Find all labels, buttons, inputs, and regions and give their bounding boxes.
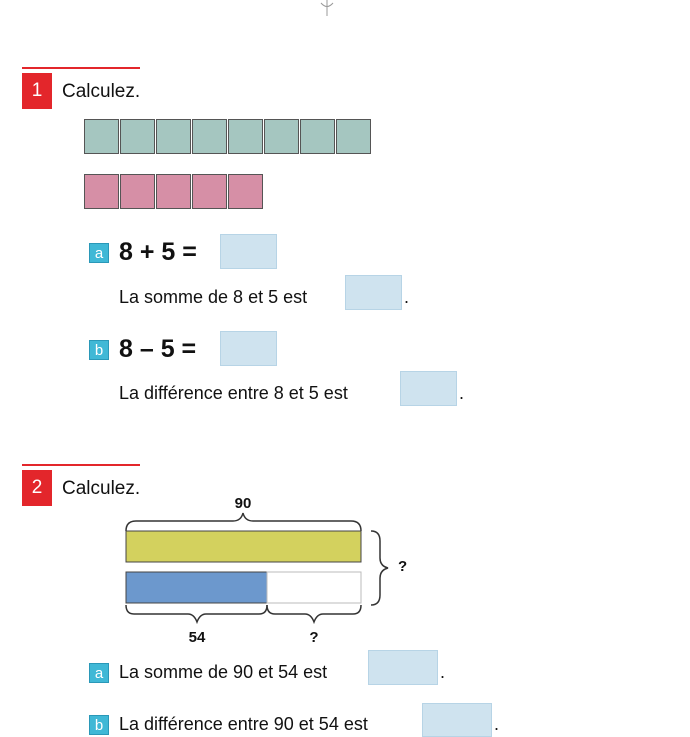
exercise-2-title: Calculez.	[62, 478, 141, 499]
answer-box-b-equation[interactable]	[220, 331, 277, 366]
bar-model-diagram: 90 ? 54 ?	[125, 495, 407, 646]
rest-brace	[266, 604, 362, 625]
green-cube	[264, 119, 299, 154]
sentence-2b: La différence entre 90 et 54 est	[119, 714, 368, 734]
exercise-2-number: 2	[22, 470, 52, 506]
difference-brace	[370, 530, 389, 606]
answer-box-a-equation[interactable]	[220, 234, 277, 269]
pink-cube	[120, 174, 155, 209]
green-cube	[300, 119, 335, 154]
period-b: .	[459, 383, 465, 403]
rest-label: ?	[309, 629, 318, 646]
total-bar	[125, 530, 362, 563]
badge-b: b	[89, 340, 109, 360]
green-cube-row	[84, 119, 372, 154]
green-cube	[120, 119, 155, 154]
pink-cube	[84, 174, 119, 209]
period-a: .	[404, 287, 410, 307]
green-cube	[228, 119, 263, 154]
exercise-1-number: 1	[22, 73, 52, 109]
green-cube	[192, 119, 227, 154]
answer-box-a-sentence[interactable]	[345, 275, 402, 310]
answer-box-b-sentence[interactable]	[400, 371, 457, 406]
green-cube	[336, 119, 371, 154]
pink-cube-row	[84, 174, 264, 209]
answer-box-2b[interactable]	[422, 703, 492, 737]
remaining-bar	[266, 571, 362, 604]
sentence-a: La somme de 8 et 5 est	[119, 287, 308, 307]
part-label: 54	[189, 629, 206, 646]
exercise-2-rule	[22, 464, 140, 466]
difference-label: ?	[398, 558, 407, 575]
equation-b: 8 – 5 =	[119, 335, 197, 363]
sentence-2a: La somme de 90 et 54 est	[119, 662, 328, 682]
equation-a: 8 + 5 =	[119, 238, 197, 266]
pink-cube	[228, 174, 263, 209]
pink-cube	[156, 174, 191, 209]
green-cube	[156, 119, 191, 154]
total-brace	[125, 512, 362, 532]
badge-2b: b	[89, 715, 109, 735]
part-bar	[125, 571, 268, 604]
badge-a: a	[89, 243, 109, 263]
part-brace	[125, 604, 268, 625]
exercise-1-rule	[22, 67, 140, 69]
total-label: 90	[235, 495, 252, 512]
exercise-1-title: Calculez.	[62, 81, 141, 102]
green-cube	[84, 119, 119, 154]
pink-cube	[192, 174, 227, 209]
sentence-b: La différence entre 8 et 5 est	[119, 383, 348, 403]
badge-2a: a	[89, 663, 109, 683]
period-2b: .	[494, 714, 500, 734]
crop-mark-icon	[320, 0, 334, 16]
answer-box-2a[interactable]	[368, 650, 438, 685]
period-2a: .	[440, 662, 446, 682]
